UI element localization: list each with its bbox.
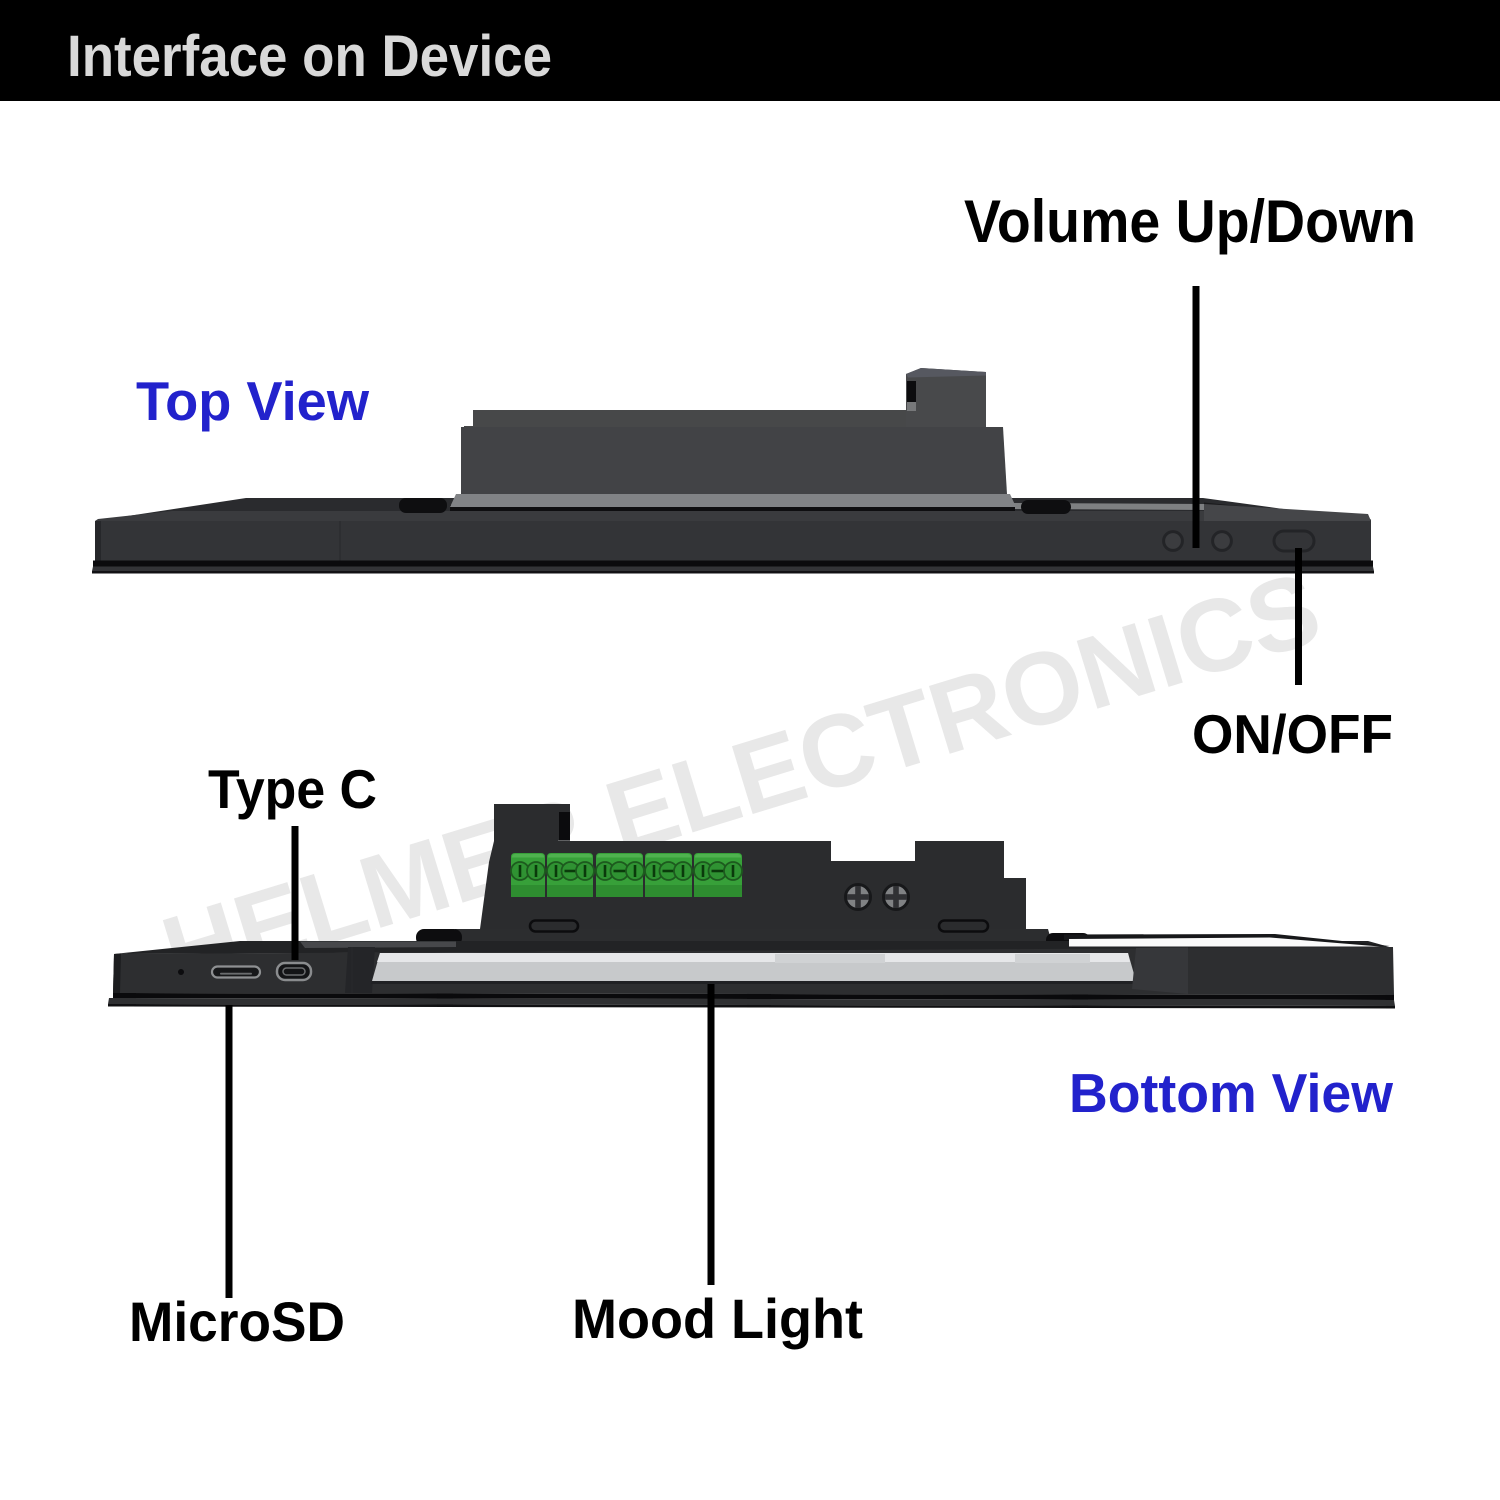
svg-text:ON/OFF: ON/OFF [1192, 703, 1393, 765]
svg-text:Top View: Top View [136, 370, 369, 432]
svg-text:MicroSD: MicroSD [129, 1290, 345, 1353]
svg-text:Interface on Device: Interface on Device [67, 24, 552, 89]
svg-text:Volume Up/Down: Volume Up/Down [964, 188, 1416, 255]
svg-text:Bottom View: Bottom View [1069, 1062, 1393, 1124]
svg-text:Type C: Type C [208, 758, 377, 820]
svg-text:Mood Light: Mood Light [572, 1287, 863, 1350]
